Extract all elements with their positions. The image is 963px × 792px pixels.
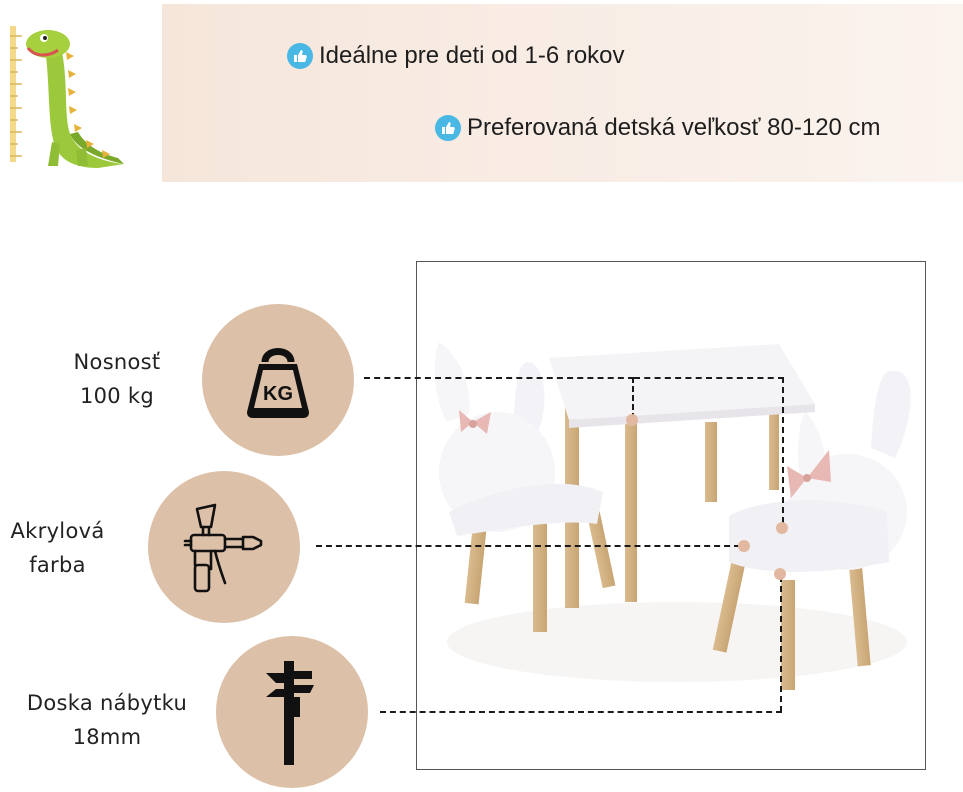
connector-seat-dot bbox=[776, 522, 788, 534]
feature-text: Ideálne pre deti od 1-6 rokov bbox=[319, 42, 625, 69]
feature-text: Preferovaná detská veľkosť 80-120 cm bbox=[467, 114, 881, 141]
table bbox=[549, 344, 815, 608]
spec-line-2: farba bbox=[29, 553, 86, 577]
connector-board-rise bbox=[780, 576, 782, 712]
thumbs-up-icon bbox=[435, 115, 461, 141]
connector-paint-line bbox=[316, 545, 740, 547]
features-banner bbox=[162, 4, 963, 182]
spec-line-1: Doska nábytku bbox=[26, 691, 188, 715]
table-and-bunny-chairs-illustration bbox=[434, 342, 911, 690]
product-photo bbox=[416, 261, 926, 770]
dinosaur bbox=[26, 30, 124, 168]
spec-label-load-capacity: Nosnosť 100 kg bbox=[52, 345, 182, 413]
connector-board-line bbox=[380, 711, 782, 713]
connector-paint-dot bbox=[738, 540, 750, 552]
spec-line-2: 18mm bbox=[72, 725, 142, 749]
spec-label-paint: Akrylová farba bbox=[0, 514, 115, 582]
connector-load-drop bbox=[632, 377, 634, 419]
connector-board-dot bbox=[774, 568, 786, 580]
kettlebell-kg-icon: KG bbox=[247, 348, 309, 418]
spec-line-1: Nosnosť bbox=[73, 350, 161, 374]
right-bunny-chair bbox=[712, 370, 911, 690]
spec-label-board: Doska nábytku 18mm bbox=[12, 686, 202, 754]
kettlebell-text: KG bbox=[263, 383, 293, 405]
thumbs-up-icon bbox=[287, 43, 313, 69]
left-bunny-chair bbox=[434, 342, 616, 632]
caliper-icon bbox=[266, 661, 314, 765]
spec-circle-paint bbox=[148, 471, 300, 623]
feature-age-range: Ideálne pre deti od 1-6 rokov bbox=[287, 42, 625, 70]
connector-paint-top-line bbox=[634, 377, 784, 379]
dinosaur-height-chart-illustration bbox=[10, 26, 124, 168]
spec-line-1: Akrylová bbox=[10, 519, 105, 543]
spec-circle-board bbox=[216, 636, 368, 788]
spec-line-2: 100 kg bbox=[79, 384, 155, 408]
connector-load-dot bbox=[626, 414, 638, 426]
height-ruler bbox=[10, 26, 22, 162]
spray-gun-icon bbox=[183, 503, 263, 593]
feature-child-height: Preferovaná detská veľkosť 80-120 cm bbox=[435, 114, 881, 142]
connector-load-line bbox=[364, 377, 634, 379]
spec-circle-load-capacity: KG bbox=[202, 304, 354, 456]
connector-paint-drop bbox=[782, 377, 784, 523]
